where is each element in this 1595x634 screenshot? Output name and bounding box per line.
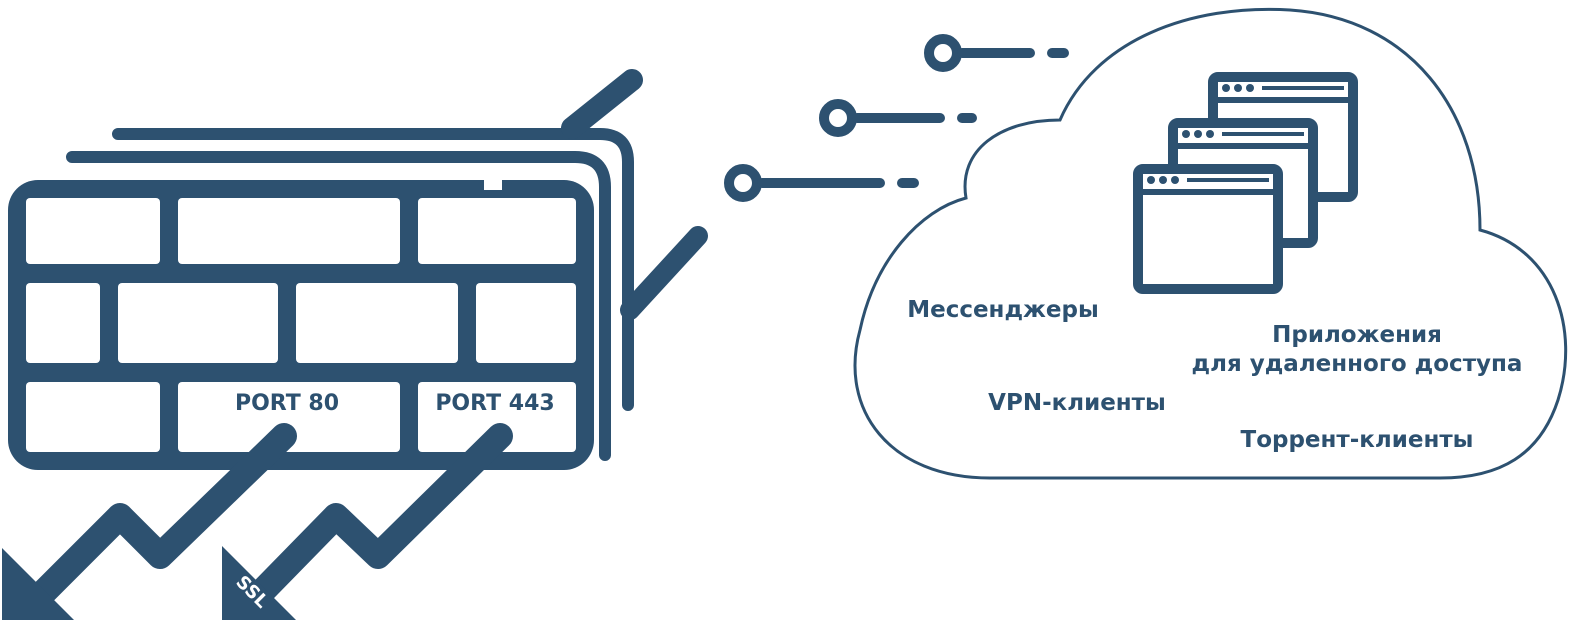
wall-bricks xyxy=(26,198,576,452)
label-remote-apps-line2: для удаленного доступа xyxy=(1192,351,1523,377)
zigzag-arrow-port80-icon xyxy=(2,423,297,620)
browser-window-stack xyxy=(1133,72,1358,294)
wall-back-frame-1 xyxy=(66,151,611,461)
browser-window-icon xyxy=(1133,164,1283,294)
diagonal-line-top xyxy=(561,69,643,139)
label-vpn-clients: VPN-клиенты xyxy=(988,390,1166,416)
connector-node-icon xyxy=(819,99,977,137)
wall-back-frame-2 xyxy=(112,128,634,411)
label-remote-apps-line1: Приложения xyxy=(1272,322,1442,348)
wall-top-gap xyxy=(484,176,502,190)
port-80-label: PORT 80 xyxy=(235,391,339,416)
firewall-wall xyxy=(8,128,634,470)
connector-node-icon xyxy=(724,164,919,202)
port-443-label: PORT 443 xyxy=(435,391,554,416)
diagonal-line-mid xyxy=(620,226,708,320)
label-torrent-clients: Торрент-клиенты xyxy=(1241,427,1474,453)
zigzag-arrow-port443-icon: SSL xyxy=(222,423,513,620)
label-messengers: Мессенджеры xyxy=(907,297,1099,323)
connector-node-icon xyxy=(924,34,1069,72)
